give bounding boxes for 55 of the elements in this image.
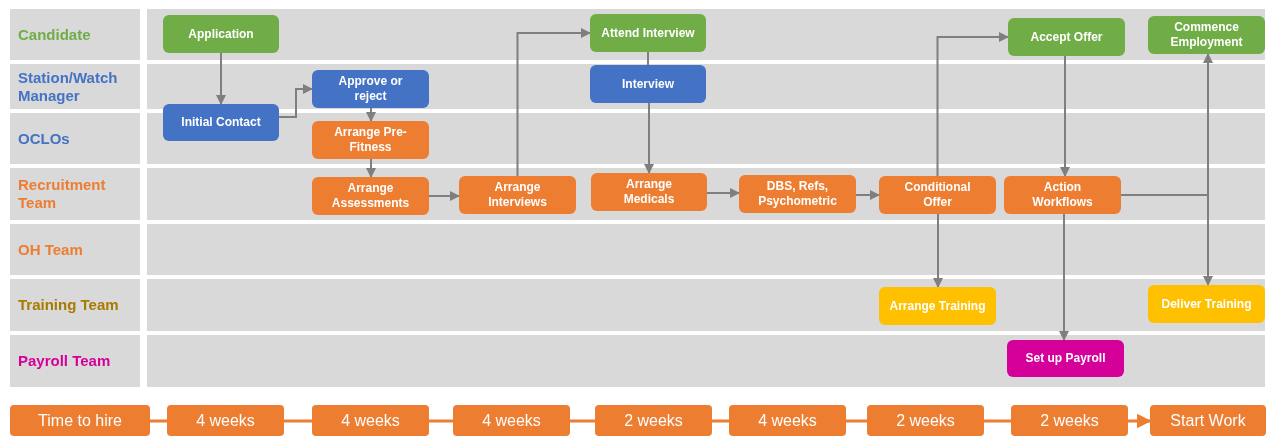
timeline-step-text: 4 weeks	[341, 411, 400, 430]
process-box-text: Arrange Medicals	[622, 177, 676, 207]
timeline-step-text: Time to hire	[38, 411, 122, 430]
connector-line	[712, 419, 729, 423]
lane-title: OCLOs	[18, 129, 70, 148]
arrow	[366, 107, 376, 122]
timeline-step-text: 2 weeks	[1040, 411, 1099, 430]
arrow	[1060, 55, 1070, 177]
arrow	[706, 188, 740, 198]
process-box-text: Action Workflows	[1031, 180, 1094, 210]
process-box-text: Attend Interview	[600, 25, 696, 41]
arrow	[933, 213, 943, 288]
process-box-text: Interview	[621, 76, 675, 92]
lane-title: Station/Watch Manager	[18, 68, 119, 105]
process-box-text: Approve or reject	[337, 74, 404, 104]
arrow	[428, 191, 460, 201]
arrow	[1059, 213, 1069, 341]
timeline-step-text: 4 weeks	[482, 411, 541, 430]
lane-title: Payroll Team	[18, 352, 111, 370]
timeline-step-text: Start Work	[1170, 411, 1246, 430]
process-box-text: Set up Payroll	[1024, 351, 1107, 366]
connector-line	[846, 419, 867, 423]
connector-line	[284, 419, 312, 423]
arrow	[516, 28, 591, 177]
lane-title: Candidate	[18, 25, 91, 44]
process-box-text: Arrange Training	[888, 298, 987, 314]
timeline-step-text: 4 weeks	[196, 411, 255, 430]
connector-line	[150, 419, 167, 423]
connector-line	[429, 419, 453, 423]
connector-line	[570, 419, 595, 423]
arrow	[366, 158, 376, 178]
process-box-text: Arrange Assessments	[330, 181, 411, 211]
arrow	[216, 52, 226, 105]
lane-title: OH Team	[18, 240, 83, 259]
arrow	[1128, 413, 1152, 429]
process-box-text: Deliver Training	[1160, 296, 1253, 312]
lane-title: Recruitment Team	[18, 176, 107, 212]
process-box-text: Arrange Pre-Fitness	[333, 125, 408, 155]
process-box-text: Arrange Interviews	[487, 180, 548, 210]
arrow	[855, 190, 880, 200]
process-box-text: Conditional Offer	[903, 180, 972, 210]
connector-line	[647, 51, 649, 66]
arrow	[936, 32, 1009, 177]
process-box-text: Initial Contact	[180, 115, 262, 130]
process-box-text: Commence Employment	[1169, 20, 1244, 50]
connector-line	[984, 419, 1011, 423]
arrow	[644, 102, 654, 174]
process-box-text: Accept Offer	[1029, 29, 1104, 45]
lane-title: Training Team	[18, 296, 119, 314]
timeline-step-text: 2 weeks	[624, 411, 683, 430]
arrow	[278, 84, 313, 118]
timeline-step-text: 4 weeks	[758, 411, 817, 430]
timeline-step-text: 2 weeks	[896, 411, 955, 430]
process-box-text: DBS, Refs, Psychometric	[757, 179, 838, 209]
process-box-text: Application	[187, 26, 255, 42]
